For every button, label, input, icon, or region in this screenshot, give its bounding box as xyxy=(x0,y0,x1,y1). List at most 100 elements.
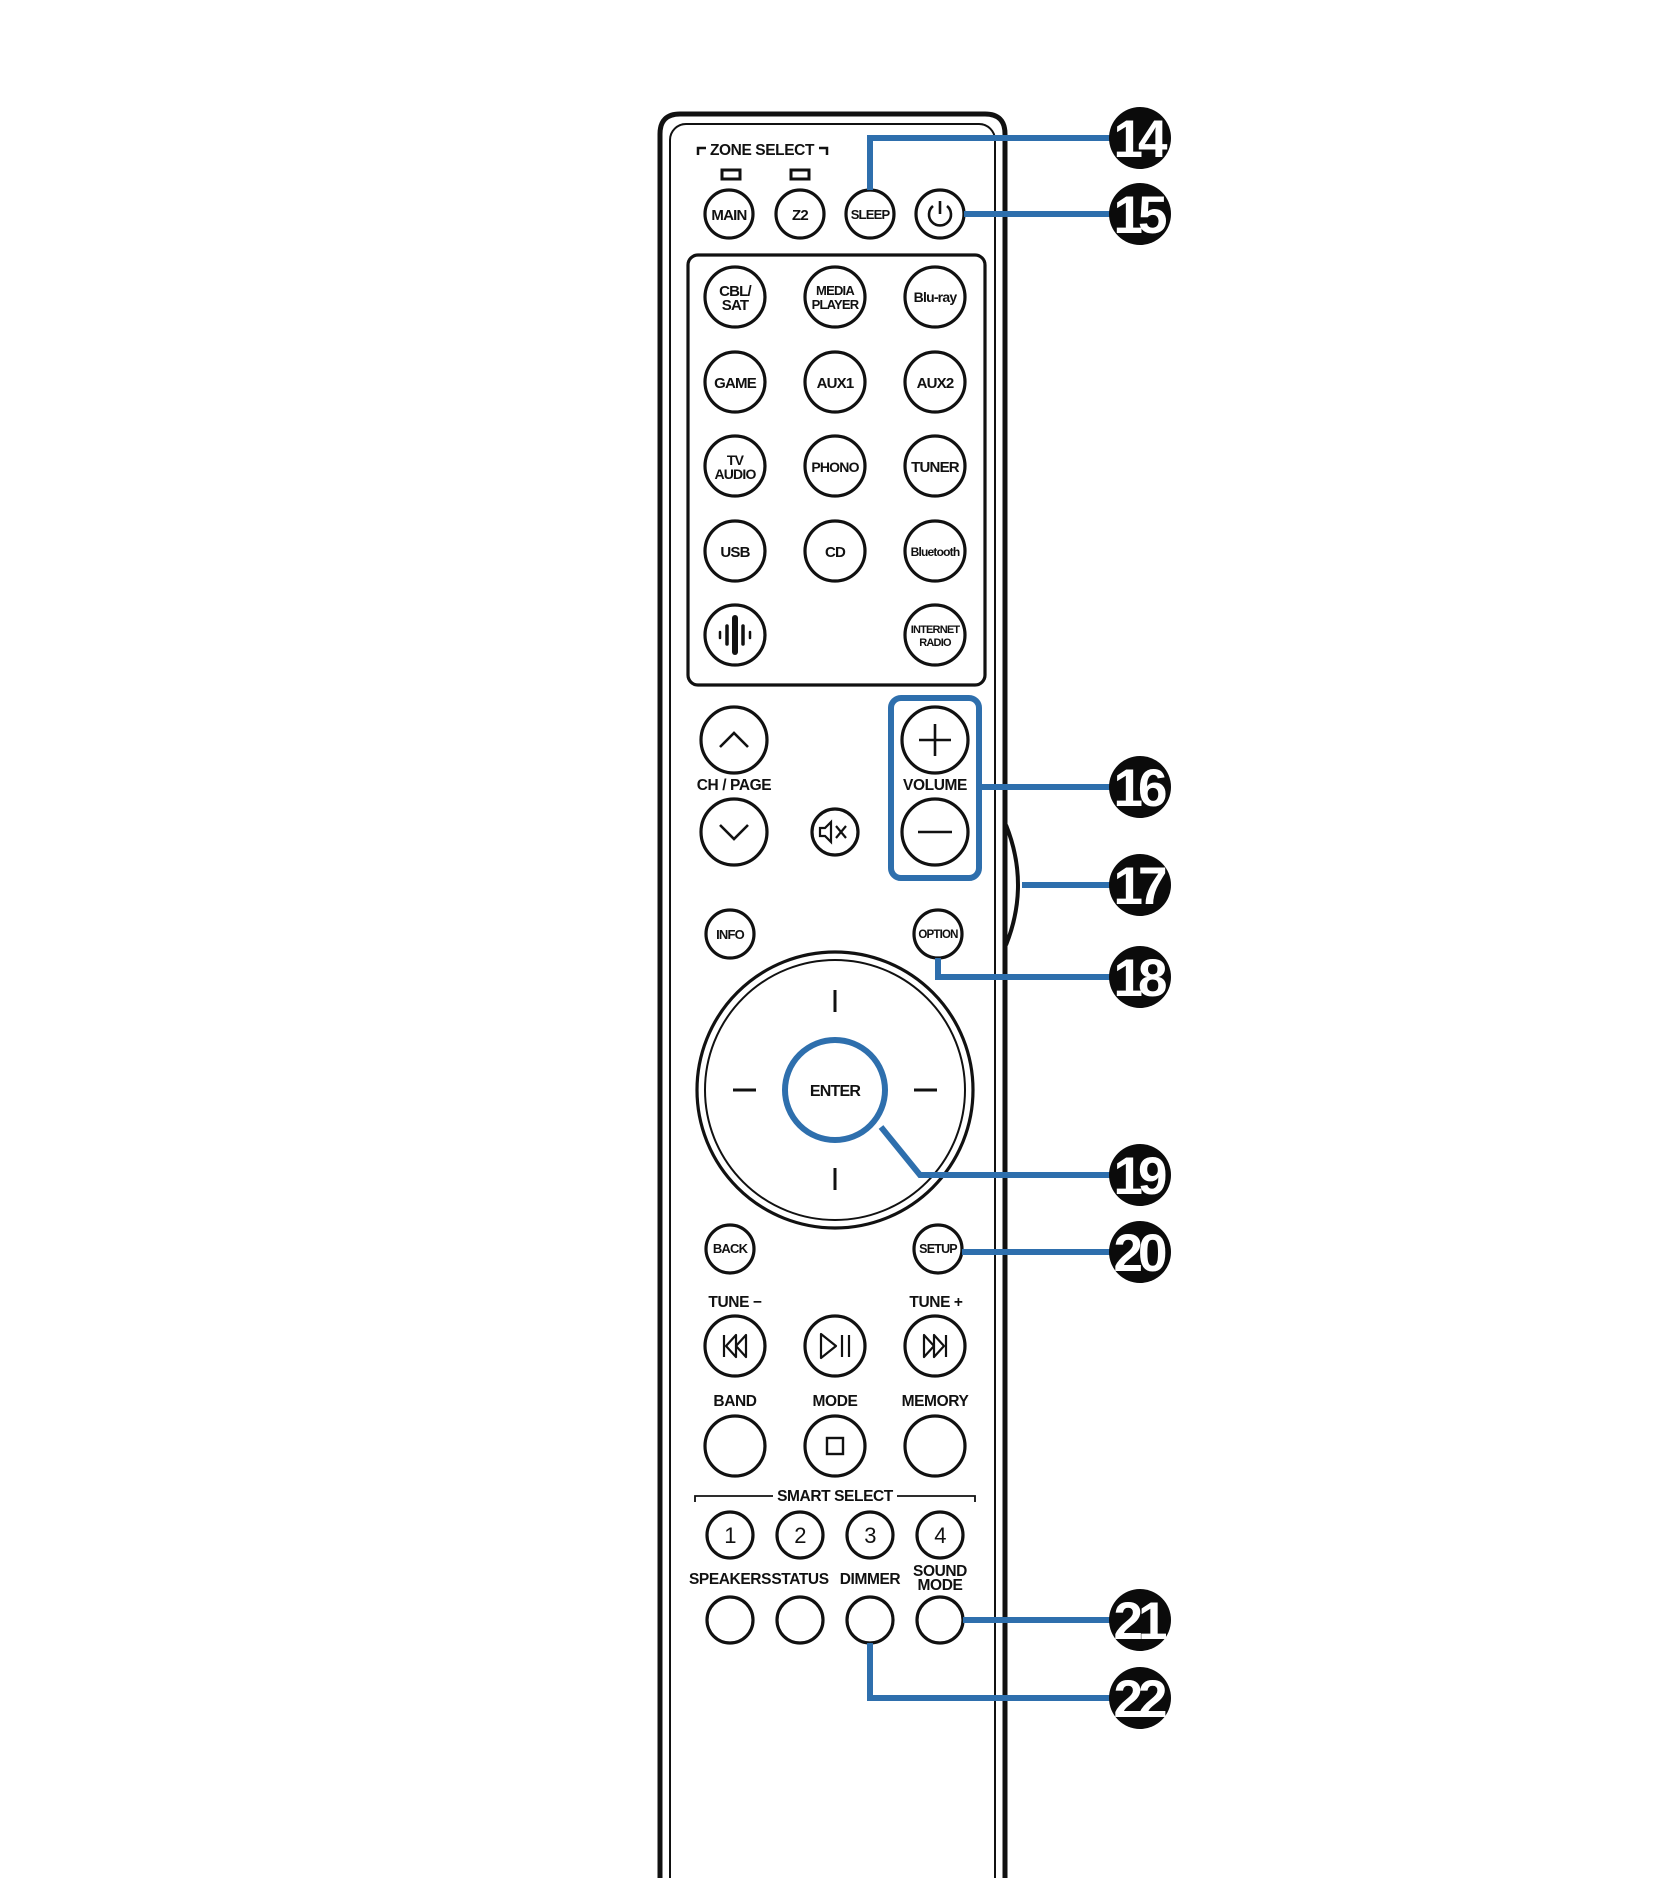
tuner-button[interactable]: TUNER xyxy=(903,434,967,498)
bluetooth-button[interactable]: Bluetooth xyxy=(903,519,967,583)
svg-text:19: 19 xyxy=(1114,1147,1166,1206)
heos-button[interactable] xyxy=(703,603,767,667)
main-zone-indicator xyxy=(720,168,742,181)
enter-button[interactable]: ENTER xyxy=(782,1037,888,1143)
dimmer-button[interactable] xyxy=(845,1595,895,1645)
memory-label: MEMORY xyxy=(902,1393,970,1410)
internet-radio-button[interactable]: INTERNET RADIO xyxy=(903,603,967,667)
main-button[interactable]: MAIN xyxy=(703,188,755,240)
cbl-sat-button[interactable]: CBL/ SAT xyxy=(703,265,767,329)
svg-text:SETUP: SETUP xyxy=(919,1242,957,1256)
bluray-button[interactable]: Blu-ray xyxy=(903,265,967,329)
skip-back-button[interactable] xyxy=(703,1314,767,1378)
mute-button[interactable] xyxy=(810,807,860,857)
ch-page-down-button[interactable] xyxy=(699,797,769,867)
mode-label: MODE xyxy=(813,1393,858,1410)
svg-text:22: 22 xyxy=(1114,1670,1166,1729)
sound-mode-button[interactable] xyxy=(915,1595,965,1645)
svg-text:2: 2 xyxy=(794,1523,806,1548)
back-button[interactable]: BACK xyxy=(704,1223,756,1275)
speakers-label: SPEAKERS xyxy=(689,1571,771,1588)
stop-icon xyxy=(825,1436,845,1456)
smart-select-3-button[interactable]: 3 xyxy=(845,1510,895,1560)
callout-badge-17: 17 xyxy=(1109,854,1171,916)
svg-text:TUNER: TUNER xyxy=(911,459,960,476)
mode-stop-button[interactable] xyxy=(803,1414,867,1478)
callout-badge-15: 15 xyxy=(1109,183,1171,245)
phono-button[interactable]: PHONO xyxy=(803,434,867,498)
status-label: STATUS xyxy=(771,1571,828,1588)
status-button[interactable] xyxy=(775,1595,825,1645)
plus-icon xyxy=(919,724,951,756)
callout-badge-22: 22 xyxy=(1109,1667,1171,1729)
aux1-button[interactable]: AUX1 xyxy=(803,350,867,414)
z2-zone-indicator xyxy=(789,168,811,181)
svg-text:TV: TV xyxy=(727,452,745,468)
volume-down-button[interactable] xyxy=(900,797,970,867)
skip-forward-icon xyxy=(922,1333,948,1359)
memory-button[interactable] xyxy=(903,1414,967,1478)
svg-text:Bluetooth: Bluetooth xyxy=(911,545,960,559)
svg-text:Blu-ray: Blu-ray xyxy=(914,289,958,305)
play-pause-button[interactable] xyxy=(803,1314,867,1378)
smart-select-2-button[interactable]: 2 xyxy=(775,1510,825,1560)
smart-select-4-button[interactable]: 4 xyxy=(915,1510,965,1560)
callout-badge-18: 18 xyxy=(1109,946,1171,1008)
svg-text:MAIN: MAIN xyxy=(711,207,746,224)
tv-audio-button[interactable]: TV AUDIO xyxy=(703,434,767,498)
tune-minus-label: TUNE − xyxy=(708,1294,762,1311)
zone-select-label: ZONE SELECT xyxy=(710,142,815,159)
band-button[interactable] xyxy=(703,1414,767,1478)
svg-text:ENTER: ENTER xyxy=(810,1083,861,1100)
game-button[interactable]: GAME xyxy=(703,350,767,414)
cd-button[interactable]: CD xyxy=(803,519,867,583)
svg-text:INFO: INFO xyxy=(716,927,745,942)
callout-badge-21: 21 xyxy=(1109,1589,1171,1651)
tune-plus-label: TUNE + xyxy=(909,1294,963,1311)
info-button[interactable]: INFO xyxy=(704,908,756,960)
sound-mode-label-line2: MODE xyxy=(918,1577,963,1594)
callout-badge-16: 16 xyxy=(1109,756,1171,818)
svg-text:Z2: Z2 xyxy=(792,207,808,224)
smart-select-1-button[interactable]: 1 xyxy=(705,1510,755,1560)
usb-button[interactable]: USB xyxy=(703,519,767,583)
svg-text:3: 3 xyxy=(864,1523,876,1548)
volume-up-button[interactable] xyxy=(900,705,970,775)
callout-badge-14: 14 xyxy=(1109,107,1173,169)
aux2-button[interactable]: AUX2 xyxy=(903,350,967,414)
svg-text:4: 4 xyxy=(934,1523,946,1548)
z2-button[interactable]: Z2 xyxy=(774,188,826,240)
dimmer-label: DIMMER xyxy=(840,1571,901,1588)
svg-text:18: 18 xyxy=(1114,949,1166,1008)
svg-text:CD: CD xyxy=(825,544,846,561)
svg-text:21: 21 xyxy=(1114,1592,1166,1651)
smart-select-header: SMART SELECT xyxy=(694,1488,976,1505)
setup-button[interactable]: SETUP xyxy=(912,1223,964,1275)
svg-text:CBL/: CBL/ xyxy=(719,283,752,300)
media-player-button[interactable]: MEDIA PLAYER xyxy=(803,265,867,329)
sound-mode-label-line1: SOUND xyxy=(913,1563,967,1580)
svg-text:INTERNET: INTERNET xyxy=(911,624,961,636)
option-button[interactable]: OPTION xyxy=(912,908,964,960)
svg-text:17: 17 xyxy=(1114,857,1166,916)
svg-text:14: 14 xyxy=(1114,110,1168,169)
power-button[interactable] xyxy=(914,188,966,240)
skip-forward-button[interactable] xyxy=(903,1314,967,1378)
callout-badge-19: 19 xyxy=(1109,1144,1171,1206)
svg-text:AUX2: AUX2 xyxy=(917,375,954,392)
chevron-up-icon xyxy=(719,731,749,748)
callout-lines xyxy=(867,135,1115,1701)
svg-text:15: 15 xyxy=(1114,186,1166,245)
ch-page-label: CH / PAGE xyxy=(697,777,772,794)
callout-badge-20: 20 xyxy=(1109,1221,1171,1283)
sleep-button[interactable]: SLEEP xyxy=(844,188,896,240)
speakers-button[interactable] xyxy=(705,1595,755,1645)
ch-page-up-button[interactable] xyxy=(699,705,769,775)
smart-select-label: SMART SELECT xyxy=(777,1488,894,1505)
svg-text:SLEEP: SLEEP xyxy=(851,207,891,222)
zone-select-header: ZONE SELECT xyxy=(696,142,829,181)
svg-text:USB: USB xyxy=(720,544,750,561)
svg-text:PLAYER: PLAYER xyxy=(812,297,860,312)
remote-body xyxy=(657,111,1020,1883)
